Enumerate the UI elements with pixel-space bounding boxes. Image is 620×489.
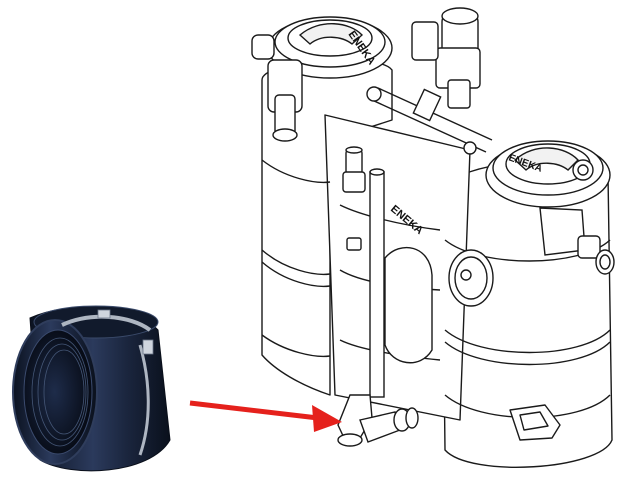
pump-motor	[411, 7, 481, 109]
clamp-screw-top	[97, 309, 111, 319]
outlet-fitting	[539, 207, 615, 275]
rubber-coupling	[12, 305, 171, 472]
vertical-pipe	[342, 146, 385, 398]
red-arrow	[189, 400, 342, 432]
tank-body	[261, 59, 613, 468]
inlet-fitting	[251, 34, 303, 142]
right-tank-lid: ENEKA	[485, 140, 611, 208]
clamp-screw-side	[142, 339, 154, 355]
coupling-ribs	[31, 337, 89, 447]
connecting-pipe	[366, 86, 493, 155]
inspection-port	[448, 249, 494, 307]
drain-elbow	[337, 394, 419, 447]
clamp-band-rear	[138, 344, 150, 456]
